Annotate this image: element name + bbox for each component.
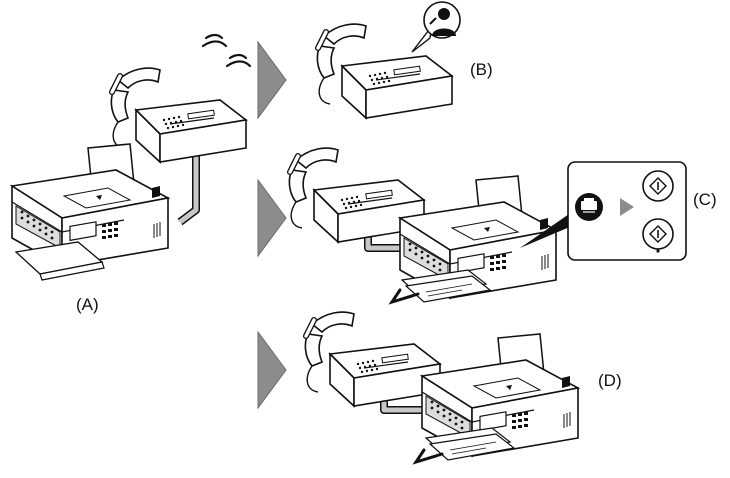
start-button-color-icon — [643, 171, 673, 201]
label-b: (B) — [470, 60, 493, 80]
fax-phone-a — [111, 68, 246, 162]
arrow-to-d — [258, 332, 286, 408]
label-c: (C) — [693, 190, 717, 210]
ring-waves-icon — [203, 35, 250, 66]
printer-a — [12, 144, 168, 266]
fax-phone-d — [305, 312, 440, 406]
scene-c — [289, 148, 686, 302]
start-button-black-icon — [643, 219, 673, 249]
scene-d — [305, 312, 578, 462]
fax-button-icon — [575, 193, 603, 221]
scene-a — [12, 35, 250, 280]
arrow-to-b — [258, 42, 286, 118]
fax-phone-b — [317, 24, 452, 118]
label-a: (A) — [76, 295, 99, 315]
arrow-to-c — [258, 180, 286, 256]
scene-b — [317, 2, 460, 118]
label-d: (D) — [598, 371, 622, 391]
